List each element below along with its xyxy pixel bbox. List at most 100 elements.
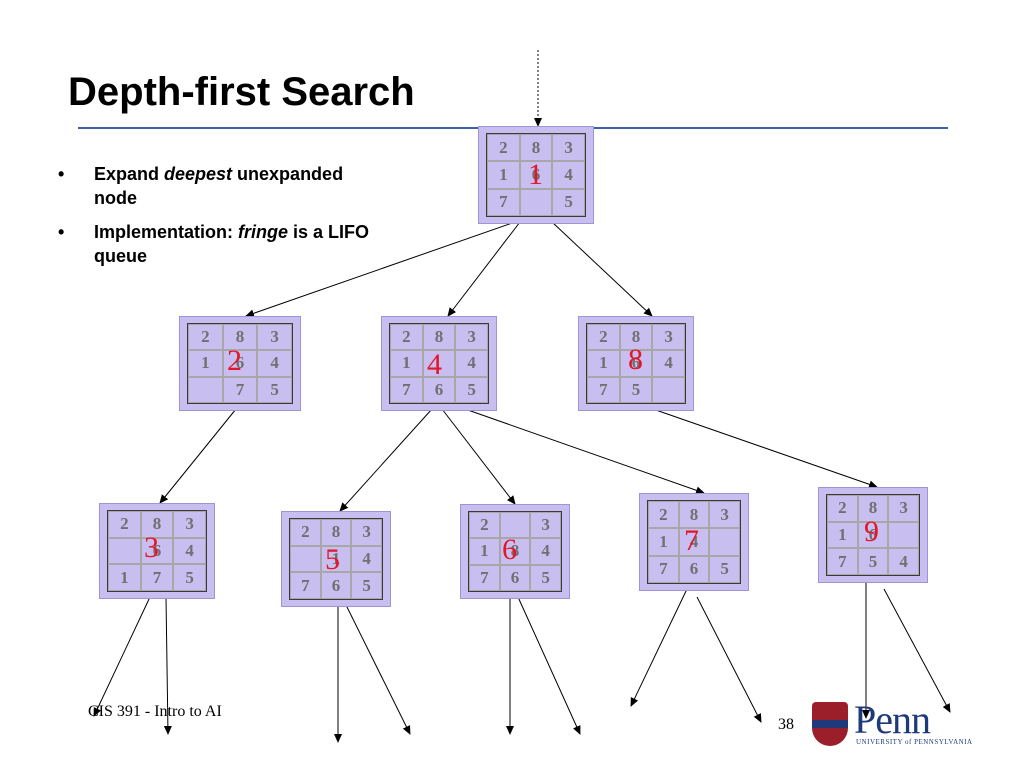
- puzzle-cell: 4: [552, 161, 585, 189]
- puzzle-cell: 5: [351, 572, 382, 599]
- penn-shield-icon: [812, 702, 848, 746]
- puzzle-cell: 7: [648, 555, 679, 583]
- puzzle-cell: 3: [257, 324, 292, 351]
- edge-n9-child-right: [883, 588, 951, 713]
- puzzle-cell: 7: [140, 564, 174, 591]
- puzzle-cell: 5: [709, 555, 740, 583]
- puzzle-cell: [108, 537, 141, 565]
- puzzle-cell: 6: [320, 572, 352, 599]
- puzzle-cell: 5: [552, 188, 585, 216]
- puzzle-cell: 2: [390, 324, 423, 351]
- expansion-order-label: 7: [684, 524, 699, 557]
- edge-n3-child-left: [93, 596, 151, 717]
- edge-n4-n7: [464, 408, 705, 495]
- puzzle-cell: 6: [619, 350, 653, 377]
- edge-n1-n4: [447, 221, 521, 317]
- puzzle-cell: 4: [257, 350, 292, 377]
- puzzle-cell: 3: [351, 519, 382, 546]
- edge-n5-child-right: [345, 604, 411, 735]
- puzzle-cell: 1: [469, 538, 500, 565]
- puzzle-cell: 2: [827, 495, 858, 522]
- puzzle-cell: 8: [499, 538, 531, 565]
- edge-n8-n9: [652, 408, 878, 489]
- expansion-order-label: 2: [227, 344, 242, 377]
- expansion-order-label: 5: [325, 543, 340, 576]
- edge-n3-child-right: [163, 596, 172, 735]
- puzzle-cell: 3: [652, 324, 685, 351]
- bullet-emphasis: deepest: [164, 164, 233, 184]
- puzzle-cell: 1: [827, 521, 858, 549]
- bullet-text: is a LIFO queue: [94, 222, 370, 266]
- puzzle-cell: 3: [552, 134, 585, 162]
- edge-n4-n5: [339, 408, 433, 512]
- puzzle-cell: [652, 376, 685, 403]
- puzzle-cell: 1: [587, 350, 620, 377]
- puzzle-cell: 5: [857, 548, 889, 575]
- puzzle-cell: 2: [188, 324, 223, 351]
- puzzle-cell: 8: [422, 324, 456, 351]
- puzzle-cell: 3: [455, 324, 488, 351]
- expansion-order-label: 8: [628, 343, 643, 376]
- puzzle-cell: 1: [320, 545, 352, 573]
- edge-n6-child-right: [517, 596, 581, 735]
- puzzle-cell: 6: [519, 161, 553, 189]
- edge-n2-n3: [159, 408, 237, 504]
- puzzle-cell: 7: [587, 376, 620, 403]
- puzzle-cell: 4: [678, 528, 710, 556]
- penn-logo: Penn UNIVERSITY of PENNSYLVANIA: [808, 697, 972, 752]
- puzzle-cell: 7: [487, 188, 520, 216]
- edge-n1-n2: [245, 221, 516, 318]
- puzzle-cell: 7: [390, 376, 423, 403]
- puzzle-cell: 5: [173, 564, 206, 591]
- puzzle-cell: 8: [678, 501, 710, 529]
- puzzle-cell: 6: [499, 564, 531, 591]
- footer-course: CIS 391 - Intro to AI: [88, 703, 222, 720]
- puzzle-cell: 4: [888, 548, 919, 575]
- puzzle-cell: 8: [140, 511, 174, 538]
- puzzle-cell: [188, 376, 223, 403]
- puzzle-cell: 1: [487, 161, 520, 189]
- puzzle-cell: 3: [530, 512, 561, 539]
- puzzle-cell: 5: [257, 376, 292, 403]
- puzzle-cell: 6: [857, 521, 889, 549]
- puzzle-cell: 5: [619, 376, 653, 403]
- puzzle-cell: 7: [290, 572, 321, 599]
- expansion-order-label: 1: [528, 158, 543, 191]
- puzzle-cell: 4: [173, 537, 206, 565]
- puzzle-cell: 7: [469, 564, 500, 591]
- puzzle-cell: [422, 350, 456, 377]
- puzzle-cell: [499, 512, 531, 539]
- puzzle-cell: 4: [351, 545, 382, 573]
- puzzle-cell: 2: [587, 324, 620, 351]
- bullet-item: • Expand deepest unexpanded node: [58, 162, 388, 210]
- puzzle-cell: [519, 188, 553, 216]
- bullet-dot-icon: •: [58, 222, 65, 242]
- puzzle-cell: 8: [857, 495, 889, 522]
- puzzle-cell: 6: [222, 350, 258, 377]
- bullet-emphasis: fringe: [238, 222, 289, 242]
- logo-subtitle: UNIVERSITY of PENNSYLVANIA: [856, 738, 973, 746]
- page-number: 38: [778, 716, 794, 733]
- puzzle-cell: 6: [678, 555, 710, 583]
- puzzle-cell: 2: [487, 134, 520, 162]
- puzzle-cell: 1: [648, 528, 679, 556]
- puzzle-cell: 2: [648, 501, 679, 529]
- bullet-text: Implementation:: [94, 222, 239, 242]
- puzzle-cell: [888, 521, 919, 549]
